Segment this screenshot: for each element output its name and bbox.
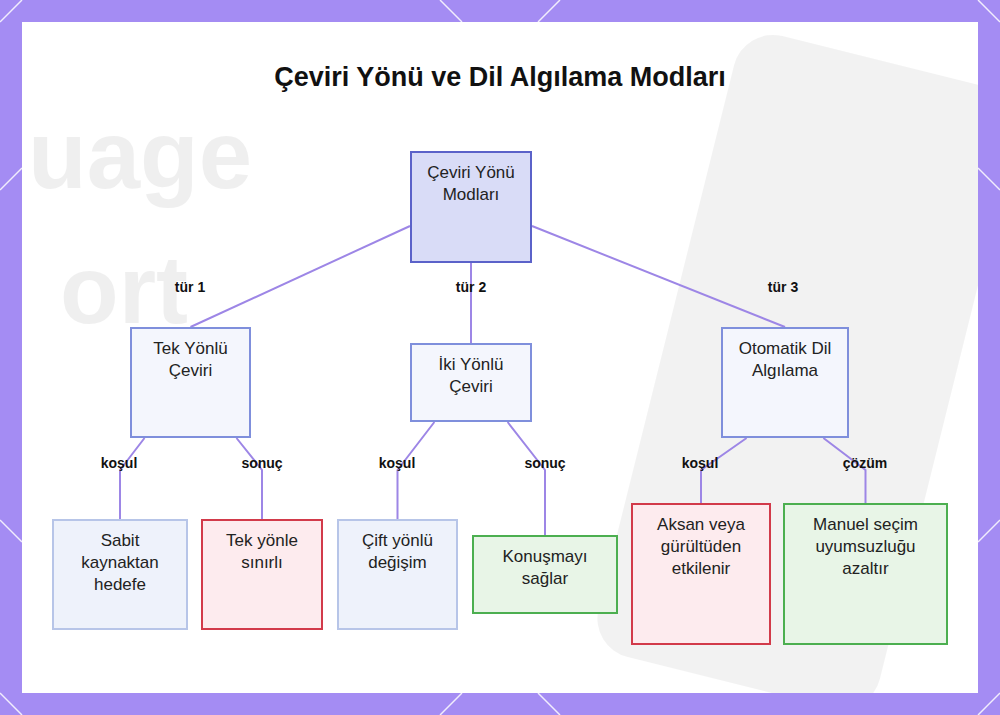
connector-line (236, 438, 262, 519)
node-text: Aksan veya gürültüden etkilenir (639, 514, 763, 580)
connector-line (471, 263, 472, 343)
edge-label: sonuç (241, 455, 282, 471)
node-text: Çift yönlü değişim (345, 530, 450, 574)
edge-label: tür 2 (456, 279, 486, 295)
edge-label: koşul (682, 455, 719, 471)
node-text: İki Yönlü Çeviri (418, 354, 524, 398)
node-text: Çeviri Yönü Modları (418, 162, 524, 206)
root-box: Çeviri Yönü Modları (410, 151, 532, 263)
result-box: Konuşmayı sağlar (472, 535, 618, 614)
background-watermark: uage (28, 100, 252, 210)
node-text: Otomatik Dil Algılama (729, 338, 841, 382)
edge-label: tür 1 (175, 279, 205, 295)
diagram-title: Çeviri Yönü ve Dil Algılama Modları (0, 62, 1000, 93)
type-box: İki Yönlü Çeviri (410, 343, 532, 422)
edge-label: tür 3 (768, 279, 798, 295)
edge-label: sonuç (524, 455, 565, 471)
edge-label: koşul (379, 455, 416, 471)
node-text: Sabit kaynaktan hedefe (60, 530, 180, 596)
limitation-box: Aksan veya gürültüden etkilenir (631, 503, 771, 645)
node-text: Manuel seçim uyumsuzluğu azaltır (791, 514, 940, 580)
type-box: Otomatik Dil Algılama (721, 327, 849, 438)
node-text: Tek yönle sınırlı (209, 530, 315, 574)
condition-box: Sabit kaynaktan hedefe (52, 519, 188, 630)
type-box: Tek Yönlü Çeviri (130, 327, 251, 438)
condition-box: Çift yönlü değişim (337, 519, 458, 630)
node-text: Tek Yönlü Çeviri (138, 338, 243, 382)
connector-line (191, 226, 411, 327)
connector-line (532, 226, 785, 327)
connector-line (120, 438, 145, 519)
edge-label: çözüm (843, 455, 887, 471)
limitation-box: Tek yönle sınırlı (201, 519, 323, 630)
connector-line (508, 422, 545, 535)
edge-label: koşul (101, 455, 138, 471)
solution-box: Manuel seçim uyumsuzluğu azaltır (783, 503, 948, 645)
node-text: Konuşmayı sağlar (480, 546, 610, 590)
